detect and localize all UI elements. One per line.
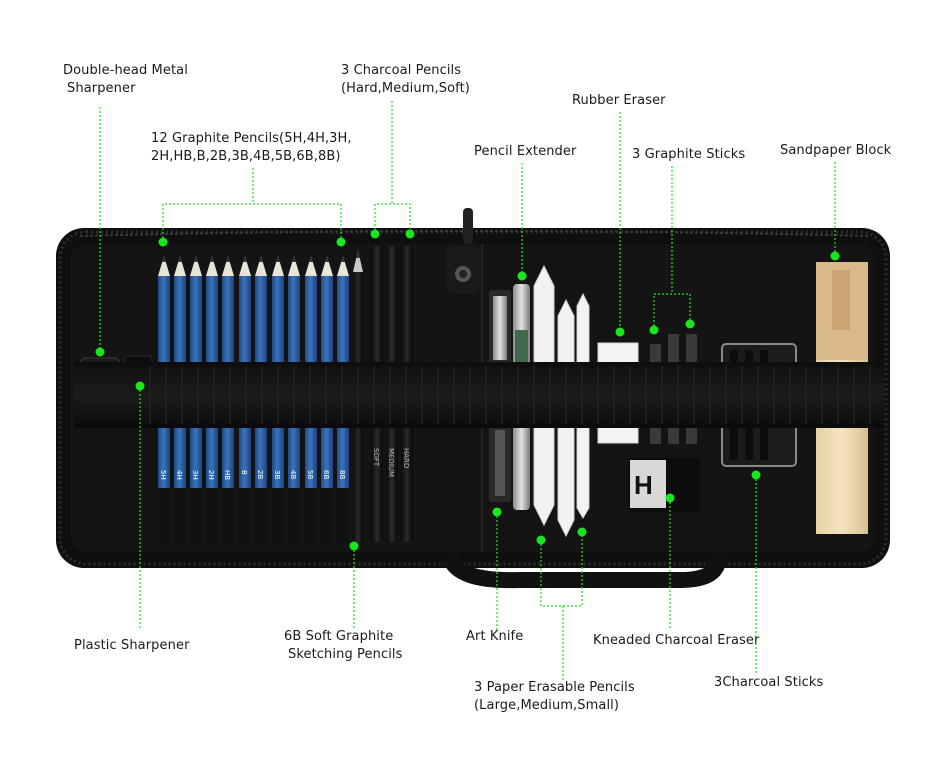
graphite-pencil-lead xyxy=(259,256,263,262)
label-rubber-eraser: Rubber Eraser xyxy=(572,93,666,108)
label-metal-sharpener: Double-head Metal Sharpener xyxy=(63,63,188,96)
graphite-pencil-lead xyxy=(243,256,247,262)
graphite-pencil-tip xyxy=(288,256,300,276)
pencil-grade-label: 5H xyxy=(159,470,167,480)
callout-dot xyxy=(536,535,546,545)
graphite-pencil-tip xyxy=(255,256,267,276)
pencil-grade-label: HB xyxy=(223,470,231,480)
graphite-pencil-lead xyxy=(210,256,214,262)
graphite-pencil-lead xyxy=(178,256,182,262)
graphite-pencil-end xyxy=(239,488,251,544)
graphite-pencil-end xyxy=(222,488,234,544)
charcoal-grade-label: MEDIUM xyxy=(387,448,395,477)
graphite-pencil-lead xyxy=(292,256,296,262)
callout-dots xyxy=(95,229,840,551)
label-pencil-extender: Pencil Extender xyxy=(474,144,577,159)
elastic-band xyxy=(74,362,884,428)
graphite-pencil-tip xyxy=(337,256,349,276)
graphite-pencil-tip xyxy=(158,256,170,276)
pencil-grade-label: 6B xyxy=(322,470,330,479)
svg-text:H: H xyxy=(634,470,653,500)
pencil-grade-label: B xyxy=(240,470,248,475)
graphite-pencil-lead xyxy=(162,256,166,262)
pencil-grade-label: 5B xyxy=(306,470,314,479)
graphite-pencil-end xyxy=(174,488,186,544)
graphite-pencil-end xyxy=(321,488,333,544)
kneaded-eraser: H xyxy=(628,458,700,512)
callout-dot xyxy=(135,381,145,391)
callout-dot xyxy=(336,237,346,247)
pencil-grade-label: 8B xyxy=(338,470,346,479)
callout-dot xyxy=(349,541,359,551)
callout-dot xyxy=(615,327,625,337)
label-soft-graphite: 6B Soft Graphite Sketching Pencils xyxy=(284,629,403,662)
callout-dot xyxy=(95,347,105,357)
graphite-pencil-lead xyxy=(226,256,230,262)
graphite-pencil-tip xyxy=(222,256,234,276)
label-charcoal-pencils: 3 Charcoal Pencils (Hard,Medium,Soft) xyxy=(341,63,470,96)
callout-leaders xyxy=(99,101,836,680)
label-graphite-sticks: 3 Graphite Sticks xyxy=(632,147,746,162)
label-kneaded-eraser: Kneaded Charcoal Eraser xyxy=(593,633,760,648)
callout-dot xyxy=(370,229,380,239)
graphite-pencil-tip xyxy=(190,256,202,276)
graphite-pencil-end xyxy=(255,488,267,544)
callout-dot xyxy=(830,251,840,261)
callout-dot xyxy=(492,507,502,517)
graphite-pencil-end xyxy=(337,488,349,544)
pencil-grade-label: 2B xyxy=(256,470,264,479)
graphite-pencil-end xyxy=(288,488,300,544)
graphite-pencil-tip xyxy=(305,256,317,276)
graphite-pencil-end xyxy=(206,488,218,544)
graphite-pencil-end xyxy=(305,488,317,544)
pencil-grade-label: 3B xyxy=(273,470,281,479)
callout-dot xyxy=(751,470,761,480)
graphite-pencil-tip xyxy=(321,256,333,276)
charcoal-grade-label: HARD xyxy=(402,448,410,468)
label-charcoal-sticks: 3Charcoal Sticks xyxy=(714,675,824,690)
callout-dot xyxy=(517,271,527,281)
charcoal-grade-label: SOFT xyxy=(372,448,380,467)
label-graphite-pencils: 12 Graphite Pencils(5H,4H,3H, 2H,HB,B,2B… xyxy=(151,131,352,164)
callout-dot xyxy=(665,493,675,503)
graphite-pencil-lead xyxy=(325,256,329,262)
graphite-pencil-end xyxy=(190,488,202,544)
callout-dot xyxy=(685,319,695,329)
graphite-pencil-lead xyxy=(341,256,345,262)
pencil-grade-label: 4B xyxy=(289,470,297,479)
label-art-knife: Art Knife xyxy=(466,629,524,644)
graphite-pencil-tip xyxy=(272,256,284,276)
label-plastic-sharpener: Plastic Sharpener xyxy=(74,638,190,653)
graphite-pencil-tip xyxy=(239,256,251,276)
graphite-pencil-end xyxy=(272,488,284,544)
label-sandpaper-block: Sandpaper Block xyxy=(780,143,892,158)
graphite-pencil-end xyxy=(158,488,170,544)
graphite-pencil-lead xyxy=(309,256,313,262)
pencil-grade-label: 4H xyxy=(175,470,183,480)
callout-dot xyxy=(158,237,168,247)
graphite-pencil-lead xyxy=(276,256,280,262)
callout-dot xyxy=(405,229,415,239)
callout-dot xyxy=(649,325,659,335)
label-paper-pencils: 3 Paper Erasable Pencils (Large,Medium,S… xyxy=(474,680,635,713)
graphite-pencil-lead xyxy=(194,256,198,262)
pencil-grade-label: 3H xyxy=(191,470,199,480)
callout-dot xyxy=(577,527,587,537)
graphite-pencil-tip xyxy=(174,256,186,276)
pencil-grade-label: 2H xyxy=(207,470,215,480)
graphite-pencil-tip xyxy=(206,256,218,276)
